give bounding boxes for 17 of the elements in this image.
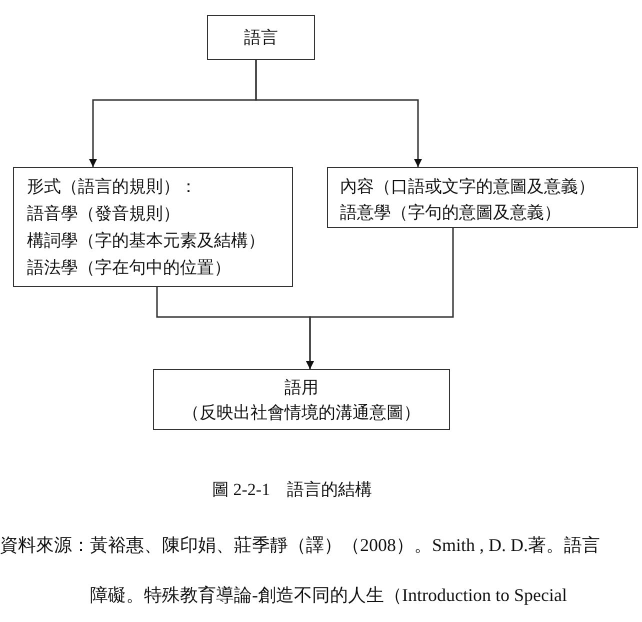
concept-box bbox=[207, 15, 315, 60]
connector-arrow bbox=[255, 60, 422, 167]
description-text: 構詞學（字的基本元素及結構） bbox=[27, 230, 265, 252]
concept-box bbox=[13, 167, 293, 287]
description-text: 語音學（發音規則） bbox=[27, 203, 180, 225]
heading-text: 內容（口語或文字的意圖及意義） bbox=[340, 176, 595, 198]
description-text: （反映出社會情境的溝通意圖） bbox=[182, 402, 422, 424]
description-text: 語意學（字句的意圖及意義） bbox=[340, 202, 561, 224]
connector-arrow bbox=[306, 228, 454, 369]
source-note: 資料來源：黃裕惠、陳印娟、莊季靜（譯）（2008）。Smith , D. D.著。語言障礙。特殊教育導論-創造不同的人生（Introduction to Special bbox=[0, 534, 602, 607]
heading-text: 語用 bbox=[284, 377, 320, 399]
figure-caption: 圖 2-2-1 語言的結構 bbox=[212, 479, 372, 501]
description-text: 語法學（字在句中的位置） bbox=[27, 257, 231, 279]
concept-box bbox=[153, 369, 450, 430]
concept-box bbox=[327, 167, 638, 228]
heading-text: 形式（語言的規則）： bbox=[27, 176, 197, 198]
heading-text: 語言 bbox=[243, 27, 279, 49]
